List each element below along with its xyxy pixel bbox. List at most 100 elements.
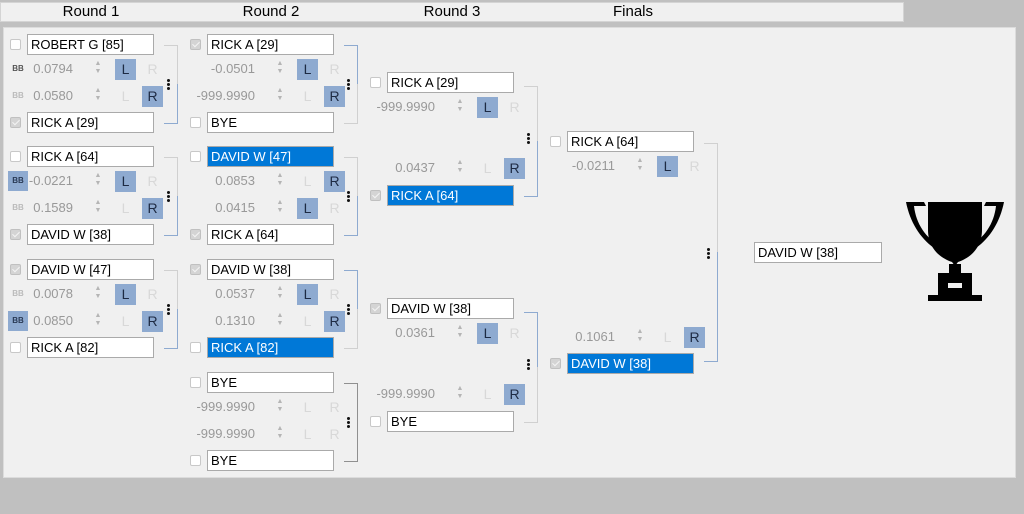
r2-m3-more-icon[interactable]	[347, 304, 351, 318]
spin-down-icon[interactable]: ▼	[276, 320, 284, 327]
r1-m3-bottom-spinner[interactable]: ▲▼	[94, 312, 102, 330]
r2-m4-top-name-field[interactable]: BYE	[207, 372, 334, 393]
r2-m1-top-checkbox[interactable]	[190, 39, 201, 50]
r2-m1-bottom-value-input[interactable]: -999.9990	[196, 88, 255, 103]
r1-m3-bottom-bb-toggle[interactable]: BB	[8, 311, 28, 331]
final-bottom-name-field[interactable]: DAVID W [38]	[567, 353, 694, 374]
r1-m3-bottom-value-input[interactable]: 0.0850	[33, 313, 73, 328]
final-bottom-value-input[interactable]: 0.1061	[575, 329, 615, 344]
r3-m2-top-value-input[interactable]: 0.0361	[395, 325, 435, 340]
r2-m1-bottom-spinner[interactable]: ▲▼	[276, 87, 284, 105]
r2-m2-top-name-field[interactable]: DAVID W [47]	[207, 146, 334, 167]
r1-m1-top-left-button[interactable]: L	[115, 59, 136, 80]
spin-down-icon[interactable]: ▼	[94, 68, 102, 75]
final-top-left-button[interactable]: L	[657, 156, 678, 177]
r1-m1-top-spinner[interactable]: ▲▼	[94, 60, 102, 78]
final-bottom-spinner[interactable]: ▲▼	[636, 328, 644, 346]
r2-m2-top-left-button[interactable]: L	[303, 173, 312, 189]
spin-down-icon[interactable]: ▼	[276, 95, 284, 102]
r2-m3-top-name-field[interactable]: DAVID W [38]	[207, 259, 334, 280]
r2-m3-top-checkbox[interactable]	[190, 264, 201, 275]
spin-down-icon[interactable]: ▼	[276, 68, 284, 75]
r1-m1-bottom-bb-toggle[interactable]: BB	[12, 91, 24, 100]
r3-m2-top-left-button[interactable]: L	[477, 323, 498, 344]
spin-up-icon[interactable]: ▲	[276, 172, 284, 179]
r3-m2-more-icon[interactable]	[527, 359, 531, 373]
spin-up-icon[interactable]: ▲	[276, 199, 284, 206]
r2-m4-bottom-spinner[interactable]: ▲▼	[276, 425, 284, 443]
r1-m1-bottom-right-button[interactable]: R	[142, 86, 163, 107]
r3-m1-bottom-spinner[interactable]: ▲▼	[456, 159, 464, 177]
r2-m3-bottom-spinner[interactable]: ▲▼	[276, 312, 284, 330]
spin-down-icon[interactable]: ▼	[456, 393, 464, 400]
spin-down-icon[interactable]: ▼	[276, 293, 284, 300]
final-bottom-checkbox[interactable]	[550, 358, 561, 369]
final-bottom-left-button[interactable]: L	[663, 329, 672, 345]
r2-m3-bottom-right-button[interactable]: R	[324, 311, 345, 332]
r1-m2-bottom-value-input[interactable]: 0.1589	[33, 200, 73, 215]
r1-m1-bottom-value-input[interactable]: 0.0580	[33, 88, 73, 103]
r3-m1-bottom-value-input[interactable]: 0.0437	[395, 160, 435, 175]
r2-m2-bottom-name-field[interactable]: RICK A [64]	[207, 224, 334, 245]
r2-m1-top-left-button[interactable]: L	[297, 59, 318, 80]
spin-down-icon[interactable]: ▼	[276, 207, 284, 214]
final-top-spinner[interactable]: ▲▼	[636, 157, 644, 175]
champion-name-field[interactable]: DAVID W [38]	[754, 242, 882, 263]
spin-up-icon[interactable]: ▲	[94, 199, 102, 206]
r3-m1-top-spinner[interactable]: ▲▼	[456, 98, 464, 116]
r1-m1-bottom-spinner[interactable]: ▲▼	[94, 87, 102, 105]
spin-down-icon[interactable]: ▼	[636, 165, 644, 172]
r2-m3-bottom-left-button[interactable]: L	[303, 313, 312, 329]
r2-m4-top-left-button[interactable]: L	[303, 399, 312, 415]
r2-m3-top-left-button[interactable]: L	[297, 284, 318, 305]
r2-m2-bottom-checkbox[interactable]	[190, 229, 201, 240]
final-top-value-input[interactable]: -0.0211	[571, 158, 615, 173]
spin-up-icon[interactable]: ▲	[94, 60, 102, 67]
r2-m1-top-value-input[interactable]: -0.0501	[210, 61, 255, 76]
r1-m2-top-right-button[interactable]: R	[147, 173, 158, 189]
r3-m1-top-left-button[interactable]: L	[477, 97, 498, 118]
spin-down-icon[interactable]: ▼	[276, 406, 284, 413]
spin-down-icon[interactable]: ▼	[94, 320, 102, 327]
spin-up-icon[interactable]: ▲	[276, 312, 284, 319]
r3-m2-top-spinner[interactable]: ▲▼	[456, 324, 464, 342]
r1-m3-more-icon[interactable]	[167, 304, 171, 318]
r2-m1-top-spinner[interactable]: ▲▼	[276, 60, 284, 78]
r2-m2-bottom-spinner[interactable]: ▲▼	[276, 199, 284, 217]
r1-m3-bottom-checkbox[interactable]	[10, 342, 21, 353]
r2-m3-bottom-value-input[interactable]: 0.1310	[215, 313, 255, 328]
r1-m2-more-icon[interactable]	[167, 191, 171, 205]
r1-m3-bottom-name-field[interactable]: RICK A [82]	[27, 337, 154, 358]
r1-m2-bottom-name-field[interactable]: DAVID W [38]	[27, 224, 154, 245]
r2-m4-bottom-right-button[interactable]: R	[329, 426, 340, 442]
r1-m3-top-bb-toggle[interactable]: BB	[12, 289, 24, 298]
final-top-checkbox[interactable]	[550, 136, 561, 147]
r2-m1-bottom-left-button[interactable]: L	[303, 88, 312, 104]
spin-down-icon[interactable]: ▼	[276, 180, 284, 187]
r2-m1-more-icon[interactable]	[347, 79, 351, 93]
r3-m2-bottom-left-button[interactable]: L	[483, 386, 492, 402]
final-bottom-right-button[interactable]: R	[684, 327, 705, 348]
r3-m1-top-checkbox[interactable]	[370, 77, 381, 88]
final-top-right-button[interactable]: R	[689, 158, 700, 174]
r1-m2-top-left-button[interactable]: L	[115, 171, 136, 192]
r2-m2-more-icon[interactable]	[347, 191, 351, 205]
r3-m1-bottom-left-button[interactable]: L	[483, 160, 492, 176]
r2-m1-bottom-right-button[interactable]: R	[324, 86, 345, 107]
r3-m1-more-icon[interactable]	[527, 133, 531, 147]
r1-m1-bottom-left-button[interactable]: L	[121, 88, 130, 104]
r2-m3-bottom-name-field[interactable]: RICK A [82]	[207, 337, 334, 358]
r1-m2-bottom-spinner[interactable]: ▲▼	[94, 199, 102, 217]
r2-m4-bottom-name-field[interactable]: BYE	[207, 450, 334, 471]
spin-up-icon[interactable]: ▲	[636, 157, 644, 164]
r2-m4-top-checkbox[interactable]	[190, 377, 201, 388]
spin-up-icon[interactable]: ▲	[94, 312, 102, 319]
spin-down-icon[interactable]: ▼	[94, 293, 102, 300]
r1-m3-top-checkbox[interactable]	[10, 264, 21, 275]
r2-m1-top-name-field[interactable]: RICK A [29]	[207, 34, 334, 55]
spin-up-icon[interactable]: ▲	[456, 159, 464, 166]
spin-up-icon[interactable]: ▲	[456, 324, 464, 331]
final-top-name-field[interactable]: RICK A [64]	[567, 131, 694, 152]
r1-m1-top-right-button[interactable]: R	[147, 61, 158, 77]
r3-m2-top-checkbox[interactable]	[370, 303, 381, 314]
